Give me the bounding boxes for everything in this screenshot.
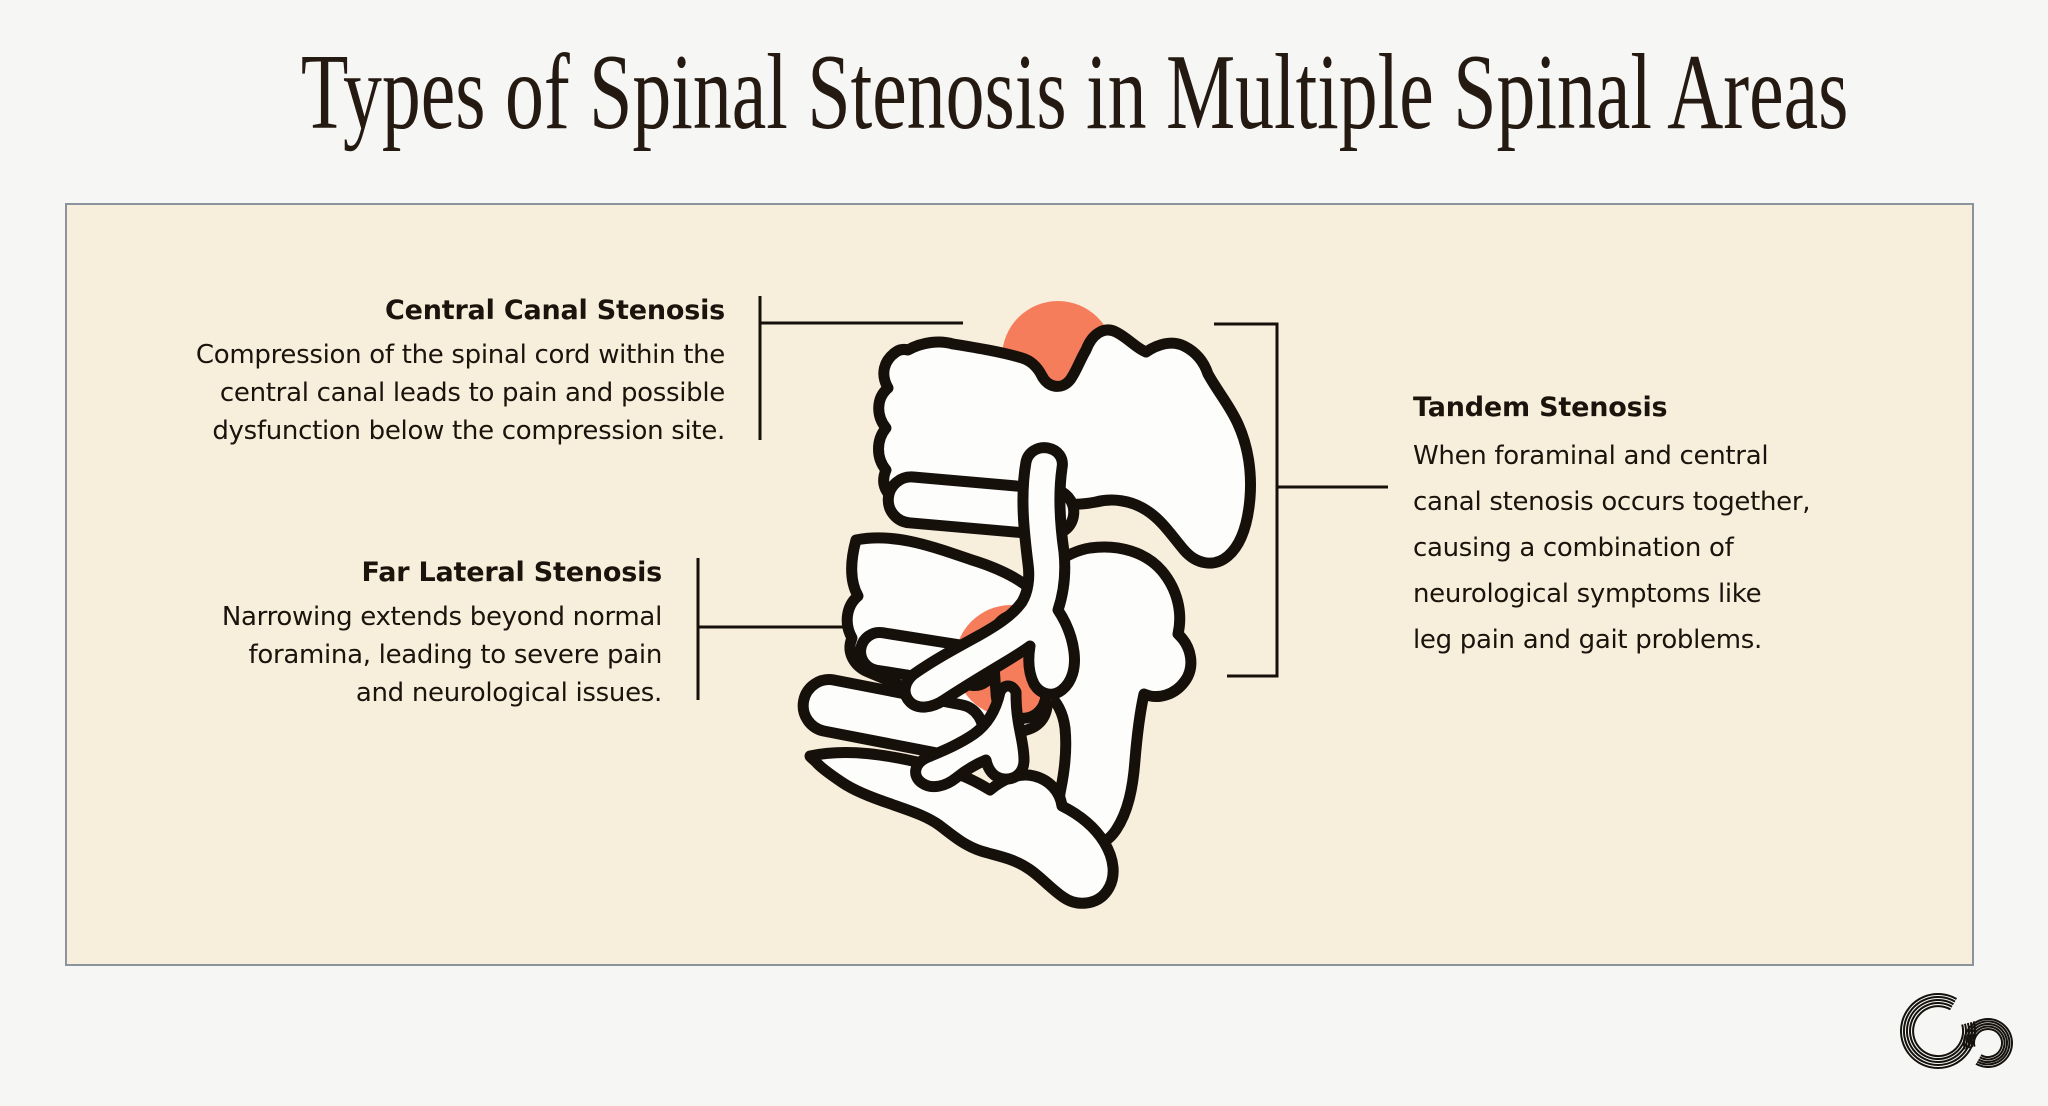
label-far-lateral-line: Narrowing extends beyond normal [221,602,662,632]
label-tandem-line: neurological symptoms like [1413,579,1762,609]
label-tandem-line: leg pain and gait problems. [1413,625,1762,655]
label-central-canal-line: dysfunction below the compression site. [212,416,725,446]
label-far-lateral-heading: Far Lateral Stenosis [361,557,663,588]
label-tandem: Tandem Stenosis When foraminal and centr… [1413,391,1883,663]
label-far-lateral-line: foramina, leading to severe pain [248,640,662,670]
label-tandem-heading: Tandem Stenosis [1413,392,1668,423]
label-central-canal-line: central canal leads to pain and possible [219,378,725,408]
label-far-lateral: Far Lateral Stenosis Narrowing extends b… [142,556,662,712]
label-tandem-line: canal stenosis occurs together, [1413,487,1811,517]
co-monogram-icon [1900,993,2013,1069]
label-far-lateral-line: and neurological issues. [355,678,662,708]
label-central-canal-heading: Central Canal Stenosis [384,295,725,326]
page-title-text: Types of Spinal Stenosis in Multiple Spi… [300,33,1849,152]
label-central-canal: Central Canal Stenosis Compression of th… [85,294,725,450]
page-title: Types of Spinal Stenosis in Multiple Spi… [0,33,2048,153]
brand-logo-icon [1900,993,2013,1069]
label-tandem-line: causing a combination of [1413,533,1734,563]
label-central-canal-line: Compression of the spinal cord within th… [195,340,725,370]
label-tandem-line: When foraminal and central [1413,441,1769,471]
